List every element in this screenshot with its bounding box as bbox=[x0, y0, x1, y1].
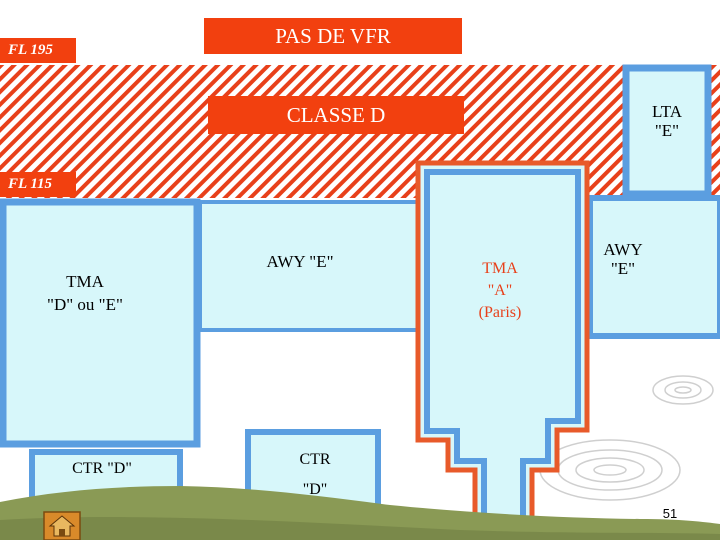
class-d-banner: CLASSE D bbox=[208, 96, 464, 134]
no-vfr-banner: PAS DE VFR bbox=[204, 18, 462, 54]
lta-label: LTA "E" bbox=[651, 102, 683, 140]
page-number: 51 bbox=[662, 506, 678, 521]
ctr-d-center-label: CTR "D" bbox=[299, 451, 331, 498]
home-icon[interactable] bbox=[43, 511, 81, 540]
awy-e-left-label: AWY "E" bbox=[266, 252, 334, 271]
awy-e-right-label: AWY "E" bbox=[603, 240, 643, 278]
ground-shade bbox=[0, 517, 720, 540]
tma-a-paris-inner-border bbox=[424, 169, 581, 540]
tma-d-or-e-label: TMA "D" ou "E" bbox=[47, 272, 123, 314]
tma-a-paris-label: TMA "A" (Paris) bbox=[478, 260, 522, 321]
ctr-d-left-label: CTR "D" bbox=[72, 460, 132, 477]
fl195-label: FL 195 bbox=[0, 38, 76, 63]
tma-d-or-e-zone bbox=[0, 198, 201, 448]
fl115-label: FL 115 bbox=[0, 172, 76, 197]
tma-a-paris-zone bbox=[415, 160, 590, 540]
lta-zone bbox=[622, 64, 712, 198]
awy-e-right-zone bbox=[587, 195, 720, 339]
